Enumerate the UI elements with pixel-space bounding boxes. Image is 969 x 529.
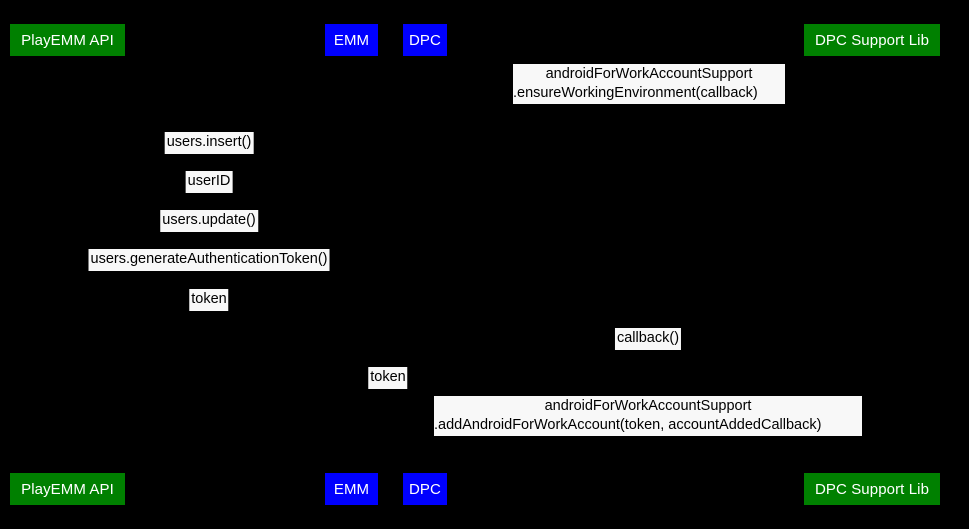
- message-line: androidForWorkAccountSupport: [545, 66, 753, 82]
- participant-emm-top[interactable]: EMM: [325, 24, 378, 56]
- message-line: callback(): [616, 330, 680, 346]
- message-line: users.update(): [162, 212, 256, 228]
- message-line: users.generateAuthenticationToken(): [90, 251, 328, 267]
- participant-label: DPC: [409, 480, 441, 498]
- message-line: .addAndroidForWorkAccount(token, account…: [434, 417, 822, 433]
- participant-label: EMM: [333, 31, 370, 49]
- msg-callback: callback(): [614, 328, 682, 350]
- participant-label: DPC Support Lib: [814, 480, 930, 498]
- participant-label: PlayEMM API: [21, 480, 114, 498]
- msg-users-update: users.update(): [160, 210, 258, 232]
- msg-token-lower: token: [368, 367, 408, 389]
- participant-dpc-support-lib-bottom[interactable]: DPC Support Lib: [804, 473, 940, 505]
- participant-label: DPC Support Lib: [814, 31, 930, 49]
- msg-users-generate-auth-token: users.generateAuthenticationToken(): [88, 249, 330, 271]
- message-line: androidForWorkAccountSupport: [544, 398, 752, 414]
- msg-userid: userID: [185, 171, 233, 193]
- participant-playemm-api-top[interactable]: PlayEMM API: [10, 24, 125, 56]
- message-line: token: [191, 291, 227, 307]
- participant-emm-bottom[interactable]: EMM: [325, 473, 378, 505]
- participant-dpc-bottom[interactable]: DPC: [403, 473, 447, 505]
- participant-playemm-api-bottom[interactable]: PlayEMM API: [10, 473, 125, 505]
- msg-add-android-for-work-account: androidForWorkAccountSupport .addAndroidF…: [434, 396, 862, 436]
- msg-users-insert: users.insert(): [164, 132, 254, 154]
- message-line: token: [370, 369, 406, 385]
- message-line: .ensureWorkingEnvironment(callback): [513, 85, 758, 101]
- msg-token-upper: token: [189, 289, 229, 311]
- message-line: users.insert(): [166, 134, 252, 150]
- message-line: userID: [187, 173, 231, 189]
- participant-label: EMM: [333, 480, 370, 498]
- participant-label: PlayEMM API: [21, 31, 114, 49]
- participant-dpc-support-lib-top[interactable]: DPC Support Lib: [804, 24, 940, 56]
- participant-dpc-top[interactable]: DPC: [403, 24, 447, 56]
- msg-ensure-working-environment: androidForWorkAccountSupport .ensureWorki…: [513, 64, 785, 104]
- participant-label: DPC: [409, 31, 441, 49]
